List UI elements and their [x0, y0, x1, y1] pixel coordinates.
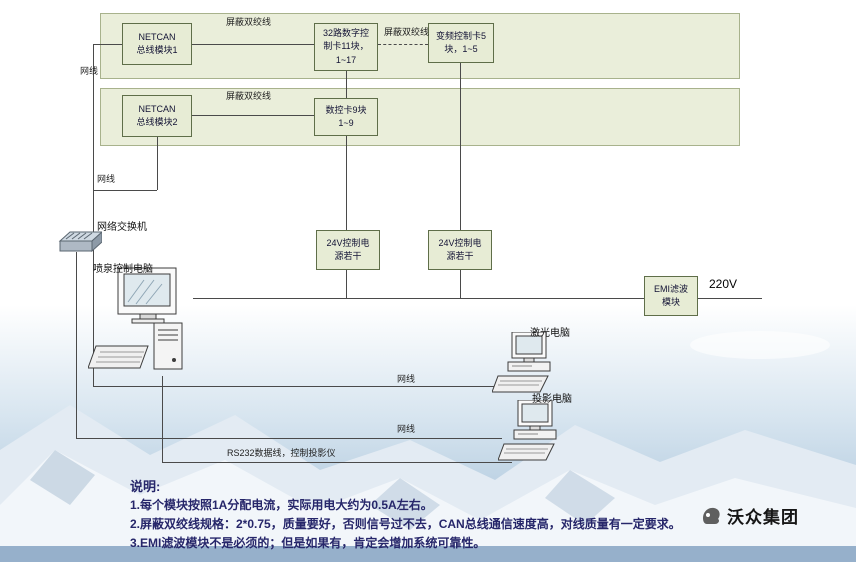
- label-network-switch: 网络交换机: [97, 222, 147, 233]
- label-lan-left-2: 网线: [97, 174, 116, 184]
- box-psu-24v-2-label: 24V控制电 源若干: [438, 237, 482, 261]
- label-shielded-twisted-pair-3: 屏蔽双绞线: [226, 91, 272, 101]
- note-item-1: 1.每个模块按照1A分配电流，实际用电大约为0.5A左右。: [130, 498, 433, 512]
- label-laser-pc: 激光电脑: [530, 328, 570, 339]
- wire-pc-rs232-down: [162, 376, 163, 462]
- wire-left-rail-1: [93, 44, 94, 386]
- notes-title: 说明:: [130, 479, 161, 494]
- label-projection-pc: 投影电脑: [532, 394, 572, 405]
- cabinet-band-1: [100, 13, 740, 79]
- label-lan-proj: 网线: [397, 424, 416, 434]
- wire-switch-down: [76, 252, 77, 438]
- box-netcan-module-2: NETCAN 总线模块2: [122, 95, 192, 137]
- box-netcan-module-1: NETCAN 总线模块1: [122, 23, 192, 65]
- brand-logo-text: 沃众集团: [727, 508, 799, 527]
- box-digital-card-32ch: 32路数字控 制卡11块， 1~17: [314, 23, 378, 71]
- logo-icon: [703, 507, 720, 524]
- network-switch-icon: [58, 231, 102, 253]
- note-item-2: 2.屏蔽双绞线规格：2*0.75，质量要好，否则信号过不去，CAN总线通信速度高…: [130, 517, 681, 531]
- label-lan-left-1: 网线: [80, 66, 99, 76]
- wire-cnc-psu1: [346, 136, 347, 230]
- wire-netcan1-card32: [192, 44, 314, 45]
- box-vfd-card: 变频控制卡5 块，1~5: [428, 23, 494, 63]
- box-digital-card-32ch-label: 32路数字控 制卡11块， 1~17: [322, 28, 369, 65]
- wire-rs232: [162, 462, 512, 463]
- wire-psu1-power: [346, 270, 347, 298]
- box-psu-24v-2: 24V控制电 源若干: [428, 230, 492, 270]
- label-shielded-twisted-pair-2: 屏蔽双绞线: [384, 27, 430, 37]
- wire-netcan2-rail: [93, 190, 157, 191]
- fountain-pc-icon: [88, 267, 183, 370]
- box-psu-24v-1-label: 24V控制电 源若干: [326, 237, 370, 261]
- cabinet-band-2: [100, 88, 740, 146]
- wire-netcan2-cnc: [192, 115, 314, 116]
- projector-pc-icon: [498, 400, 557, 461]
- brand-logo: 沃众集团: [699, 503, 799, 528]
- wire-vfd-psu2: [460, 63, 461, 230]
- wire-netcan2-down: [157, 137, 158, 190]
- wire-psu2-power: [460, 270, 461, 298]
- note-item-3: 3.EMI滤波模块不是必须的；但是如果有，肯定会增加系统可靠性。: [130, 536, 486, 550]
- wire-card32-cnc: [346, 71, 347, 98]
- wire-power-220v: [193, 298, 762, 299]
- box-emi-filter-label: EMI滤波 模块: [653, 283, 688, 307]
- box-emi-filter: EMI滤波 模块: [644, 276, 698, 316]
- label-shielded-twisted-pair-1: 屏蔽双绞线: [226, 17, 272, 27]
- box-psu-24v-1: 24V控制电 源若干: [316, 230, 380, 270]
- notes-block: 说明: 1.每个模块按照1A分配电流，实际用电大约为0.5A左右。 2.屏蔽双绞…: [130, 477, 681, 553]
- wire-lan-laser-pc: [93, 386, 498, 387]
- wire-card32-vfd-dashed: [378, 44, 428, 45]
- label-lan-laser: 网线: [397, 374, 416, 384]
- box-netcan-module-2-label: NETCAN 总线模块2: [136, 103, 178, 127]
- label-220v: 220V: [709, 277, 738, 291]
- wire-netcan1-rail: [93, 44, 122, 45]
- box-netcan-module-1-label: NETCAN 总线模块1: [136, 31, 178, 55]
- laser-pc-icon: [492, 332, 551, 393]
- box-cnc-card: 数控卡9块 1~9: [314, 98, 378, 136]
- label-fountain-pc: 喷泉控制电脑: [93, 264, 153, 275]
- label-rs232: RS232数据线，控制投影仪: [227, 448, 336, 458]
- wire-lan-proj-pc: [76, 438, 502, 439]
- box-cnc-card-label: 数控卡9块 1~9: [325, 104, 367, 128]
- box-vfd-card-label: 变频控制卡5 块，1~5: [435, 30, 486, 54]
